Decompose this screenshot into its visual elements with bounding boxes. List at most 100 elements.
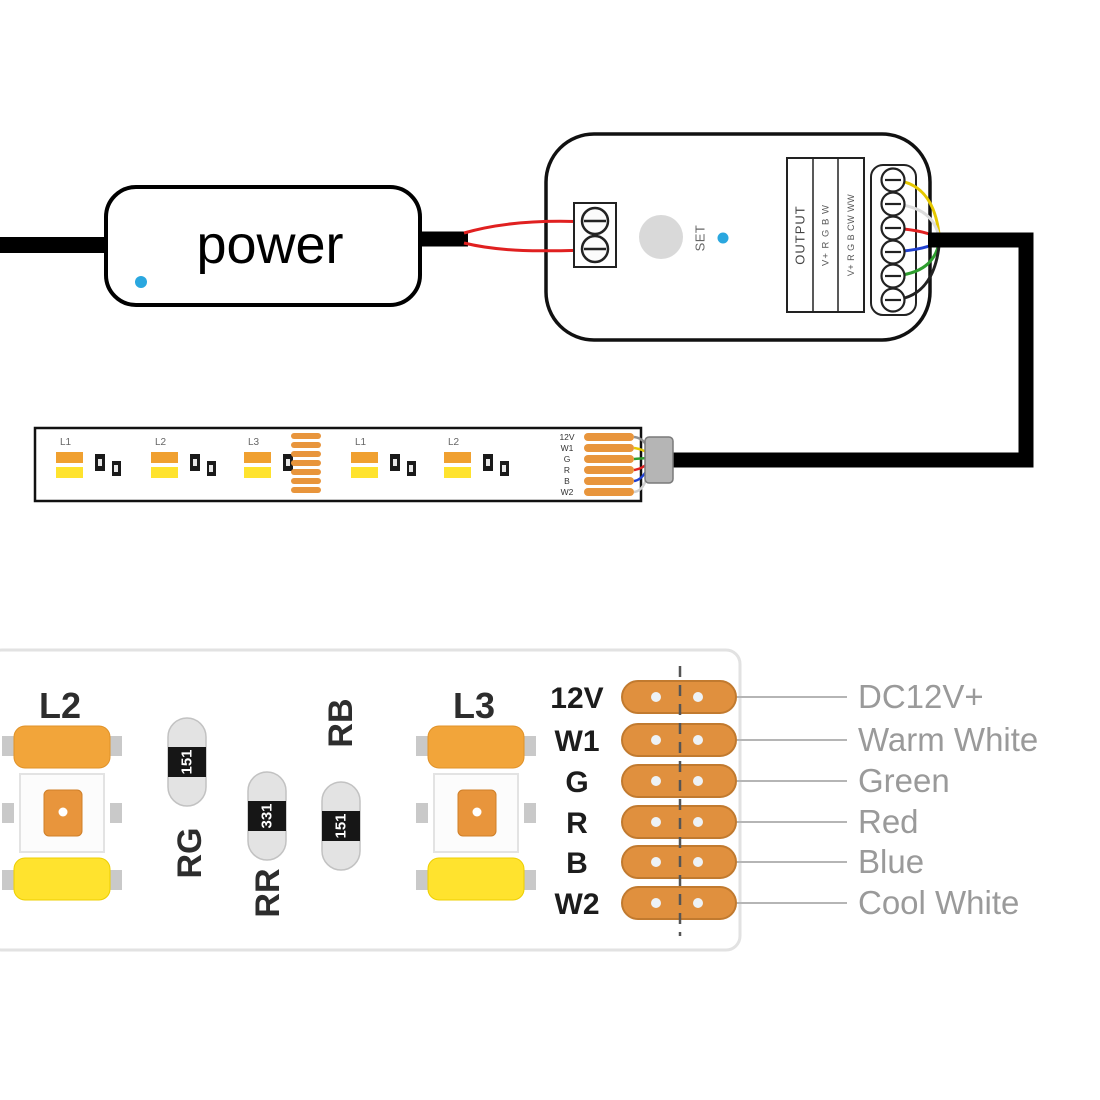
pad-label: W1 — [555, 725, 600, 758]
module-side-pad — [110, 736, 122, 756]
solder-pad — [291, 478, 321, 484]
pad-hole — [693, 817, 703, 827]
chip-die-dot — [472, 807, 482, 817]
solder-pad — [584, 433, 634, 441]
legend-label: Cool White — [858, 884, 1019, 921]
solder-pad — [291, 451, 321, 457]
strip-segment: L2 — [151, 437, 216, 478]
solder-pad — [291, 469, 321, 475]
strip-closeup: L2 151 RG 331 RR — [0, 648, 1038, 952]
controller-box: SET OUTPUT V+ R G B W V+ R G B CW WW — [463, 132, 932, 342]
pad-hole — [693, 692, 703, 702]
solder-pad — [291, 460, 321, 466]
solder-pad — [291, 487, 321, 493]
resistor-value: 151 — [333, 813, 350, 838]
controller-indicator-dot — [717, 232, 729, 244]
resistor-band — [248, 801, 286, 831]
pad-hole — [651, 817, 661, 827]
solder-pad — [584, 466, 634, 474]
power-indicator-dot — [135, 276, 147, 288]
led-chip-cool — [244, 467, 271, 478]
wiring-diagram: power SET — [0, 132, 1034, 503]
legend-label: DC12V+ — [858, 678, 984, 715]
pad-label: B — [566, 847, 588, 880]
segment-label: L1 — [60, 437, 72, 448]
pad-hole — [651, 692, 661, 702]
output-label-block: OUTPUT V+ R G B W V+ R G B CW WW — [786, 157, 865, 313]
module-warm-led — [13, 725, 111, 769]
segment-label: L2 — [448, 437, 460, 448]
segment-label: L3 — [248, 437, 260, 448]
pad-hole — [693, 898, 703, 908]
pad-hole — [651, 776, 661, 786]
pad-hole — [651, 857, 661, 867]
strip-segment: L2 — [444, 437, 509, 478]
output-terminal-screws — [880, 167, 906, 313]
output-label: OUTPUT — [793, 205, 808, 264]
legend: DC12V+ Warm White Green Red Blue Cool Wh… — [737, 678, 1038, 921]
resistor-name: RR — [249, 868, 287, 917]
solder-pad — [291, 433, 321, 439]
resistor-rr: 331 RR — [247, 771, 287, 918]
pad-row: W1 — [555, 723, 737, 758]
strip-end-pads: 12V W1 G R B W2 — [559, 432, 634, 497]
solder-pad — [584, 444, 634, 452]
module-side-pad — [524, 870, 536, 890]
legend-label: Green — [858, 762, 950, 799]
solder-pad — [584, 455, 634, 463]
module-label: L2 — [39, 685, 81, 726]
resistor-value: 151 — [179, 749, 196, 774]
module-side-pad — [2, 736, 14, 756]
pad-label: W2 — [555, 888, 600, 921]
pad-label: 12V — [559, 432, 574, 442]
led-chip-cool — [351, 467, 378, 478]
module-side-pad — [524, 736, 536, 756]
power-label: power — [196, 215, 343, 275]
strip-segment: L1 — [351, 437, 416, 478]
legend-label: Warm White — [858, 721, 1038, 758]
pad-row: W2 — [555, 886, 737, 921]
led-chip-cool — [56, 467, 83, 478]
resistor-name: RB — [322, 698, 360, 747]
pad-hole — [693, 776, 703, 786]
resistor-band — [168, 747, 206, 777]
pad-label: R — [566, 807, 588, 840]
resistor-name: RG — [171, 828, 209, 879]
solder-pad — [291, 442, 321, 448]
module-side-pad — [524, 803, 536, 823]
pad-hole — [693, 735, 703, 745]
pad-label: G — [565, 766, 588, 799]
module-side-pad — [110, 803, 122, 823]
pad-hole — [651, 898, 661, 908]
power-supply-body — [104, 185, 422, 307]
strip-segment: L1 — [56, 437, 121, 478]
resistor-rb: RB 151 — [321, 698, 361, 871]
module-side-pad — [110, 870, 122, 890]
closeup-pads: 12V W1 G R — [550, 680, 737, 921]
set-button-label: SET — [693, 225, 708, 252]
led-module-l3: L3 — [416, 685, 536, 901]
resistor-rg: 151 RG — [167, 717, 209, 879]
solder-pad — [584, 477, 634, 485]
module-side-pad — [416, 870, 428, 890]
set-button — [639, 215, 683, 259]
strip-mid-pads — [291, 433, 321, 493]
module-cool-led — [13, 857, 111, 901]
segment-label: L2 — [155, 437, 167, 448]
power-supply-box: power — [104, 185, 422, 307]
chip-die-dot — [58, 807, 68, 817]
pad-hole — [651, 735, 661, 745]
module-side-pad — [416, 736, 428, 756]
led-chip-warm — [56, 452, 83, 463]
led-chip-cool — [444, 467, 471, 478]
pad-label: B — [564, 476, 570, 486]
pad-row: 12V — [550, 680, 737, 715]
resistor-value: 331 — [259, 803, 276, 828]
module-warm-led — [427, 725, 525, 769]
input-terminal-block — [573, 202, 617, 268]
module-side-pad — [2, 870, 14, 890]
module-cool-led — [427, 857, 525, 901]
led-chip-warm — [151, 452, 178, 463]
output-column-1: V+ R G B W — [821, 204, 832, 266]
